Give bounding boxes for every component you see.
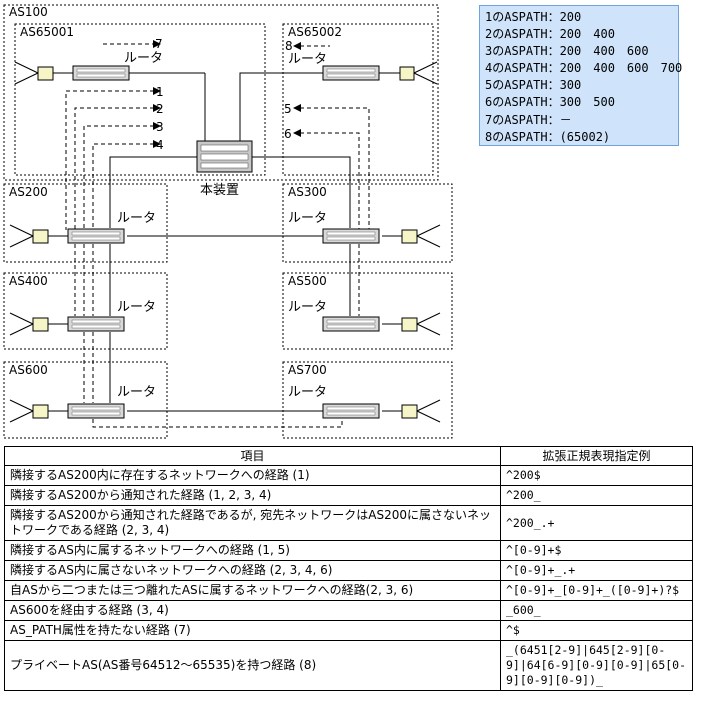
router-label: ルータ <box>288 300 327 315</box>
row-expr: ^[0-9]+_.+ <box>500 560 693 581</box>
as600-box <box>3 361 168 439</box>
as700-label: AS700 <box>288 363 327 377</box>
as500-box <box>282 272 453 350</box>
table-header-row: 項目 拡張正規表現指定例 <box>4 446 693 466</box>
router-icon <box>322 228 380 244</box>
aspath-line-6: 6のASPATH：300 500 <box>485 95 615 110</box>
host-icon <box>401 404 418 419</box>
path-number-8: 8 <box>285 39 293 53</box>
aspath-line-8: 8のASPATH：(65002) <box>485 129 611 144</box>
router-icon <box>322 403 380 419</box>
row-expr: ^[0-9]+$ <box>500 540 693 561</box>
router-icon <box>67 316 125 332</box>
host-icon <box>32 317 49 332</box>
as65001-label: AS65001 <box>20 25 74 39</box>
row-expr: _600_ <box>500 600 693 621</box>
table-row: AS_PATH属性を持たない経路 (7) ^$ <box>4 620 693 641</box>
as100-box <box>3 4 439 181</box>
row-item: プライベートAS(AS番号64512～65535)を持つ経路 (8) <box>4 640 501 691</box>
aspath-line-1: 1のASPATH：200 <box>485 10 582 24</box>
router-label: ルータ <box>117 211 156 226</box>
path-number-4: 4 <box>156 138 164 152</box>
as65002-label: AS65002 <box>288 25 342 39</box>
row-expr: _(6451[2-9]|645[2-9][0-9]|64[6-9][0-9][0… <box>500 640 693 691</box>
router-label: ルータ <box>117 300 156 315</box>
aspath-line-3: 3のASPATH：200 400 600 <box>485 44 649 59</box>
host-icon <box>37 66 54 81</box>
router-label: ルータ <box>124 51 163 66</box>
as500-label: AS500 <box>288 274 327 288</box>
router-label: ルータ <box>117 385 156 400</box>
router-label: ルータ <box>288 52 327 67</box>
as200-label: AS200 <box>9 185 48 199</box>
aspath-line-5: 5のASPATH：300 <box>485 78 582 93</box>
regex-spec-table: 項目 拡張正規表現指定例 隣接するAS200内に存在するネットワークへの経路 (… <box>4 446 693 691</box>
device-label: 本装置 <box>200 183 239 198</box>
row-item: 自ASから二つまたは三つ離れたASに属するネットワークへの経路(2, 3, 6) <box>4 580 501 601</box>
header-item: 項目 <box>4 446 501 466</box>
row-item: 隣接するAS200内に存在するネットワークへの経路 (1) <box>4 465 501 486</box>
row-item: 隣接するAS200から通知された経路 (1, 2, 3, 4) <box>4 485 501 506</box>
path-number-2: 2 <box>156 102 164 116</box>
table-row: 隣接するAS200から通知された経路であるが, 宛先ネットワークはAS200に属… <box>4 505 693 541</box>
as700-box <box>282 361 453 439</box>
as400-label: AS400 <box>9 274 48 288</box>
host-icon <box>32 404 49 419</box>
table-row: 隣接するAS内に属するネットワークへの経路 (1, 5) ^[0-9]+$ <box>4 540 693 561</box>
as300-box <box>282 183 453 263</box>
path-number-7: 7 <box>155 37 163 51</box>
row-expr: ^[0-9]+_[0-9]+_([0-9]+)?$ <box>500 580 693 601</box>
network-diagram: AS100 AS65001 AS65002 AS200 AS300 AS400 … <box>3 4 453 439</box>
as600-label: AS600 <box>9 363 48 377</box>
row-expr: ^$ <box>500 620 693 641</box>
aspath-line-4: 4のASPATH：200 400 600 700 <box>485 61 683 76</box>
table-row: AS600を経由する経路 (3, 4) _600_ <box>4 600 693 621</box>
header-expr: 拡張正規表現指定例 <box>500 446 693 466</box>
router-icon <box>67 228 125 244</box>
row-expr: ^200_.+ <box>500 505 693 541</box>
path-number-3: 3 <box>156 120 164 134</box>
row-item: 隣接するAS内に属するネットワークへの経路 (1, 5) <box>4 540 501 561</box>
row-item: AS600を経由する経路 (3, 4) <box>4 600 501 621</box>
host-icon <box>32 229 49 244</box>
as200-box <box>3 183 168 263</box>
path-number-6: 6 <box>284 127 292 141</box>
as100-label: AS100 <box>9 5 48 19</box>
as400-box <box>3 272 168 350</box>
path-number-1: 1 <box>156 85 164 99</box>
host-icon <box>401 317 418 332</box>
host-icon <box>401 229 418 244</box>
router-icon <box>67 403 125 419</box>
router-label: ルータ <box>288 211 327 226</box>
main-device-icon <box>196 140 253 173</box>
aspath-line-7: 7のASPATH：－ <box>485 112 572 127</box>
row-expr: ^200_ <box>500 485 693 506</box>
table-row: 隣接するAS200から通知された経路 (1, 2, 3, 4) ^200_ <box>4 485 693 506</box>
table-row: 隣接するAS内に属さないネットワークへの経路 (2, 3, 4, 6) ^[0-… <box>4 560 693 581</box>
table-row: 隣接するAS200内に存在するネットワークへの経路 (1) ^200$ <box>4 465 693 486</box>
table-row: 自ASから二つまたは三つ離れたASに属するネットワークへの経路(2, 3, 6)… <box>4 580 693 601</box>
router-icon <box>322 65 380 81</box>
router-label: ルータ <box>288 385 327 400</box>
row-item: 隣接するAS200から通知された経路であるが, 宛先ネットワークはAS200に属… <box>4 505 501 541</box>
as300-label: AS300 <box>288 185 327 199</box>
router-icon <box>72 65 130 81</box>
as65001-box <box>14 23 266 176</box>
row-item: AS_PATH属性を持たない経路 (7) <box>4 620 501 641</box>
as65002-box <box>282 23 434 176</box>
host-icon <box>399 66 415 81</box>
aspath-line-2: 2のASPATH：200 400 <box>485 27 615 42</box>
aspath-info-box: 1のASPATH：200 2のASPATH：200 400 3のASPATH：2… <box>479 5 683 146</box>
table-row: プライベートAS(AS番号64512～65535)を持つ経路 (8) _(645… <box>4 640 693 691</box>
row-item: 隣接するAS内に属さないネットワークへの経路 (2, 3, 4, 6) <box>4 560 501 581</box>
router-icon <box>322 316 380 332</box>
row-expr: ^200$ <box>500 465 693 486</box>
path-number-5: 5 <box>284 102 292 116</box>
